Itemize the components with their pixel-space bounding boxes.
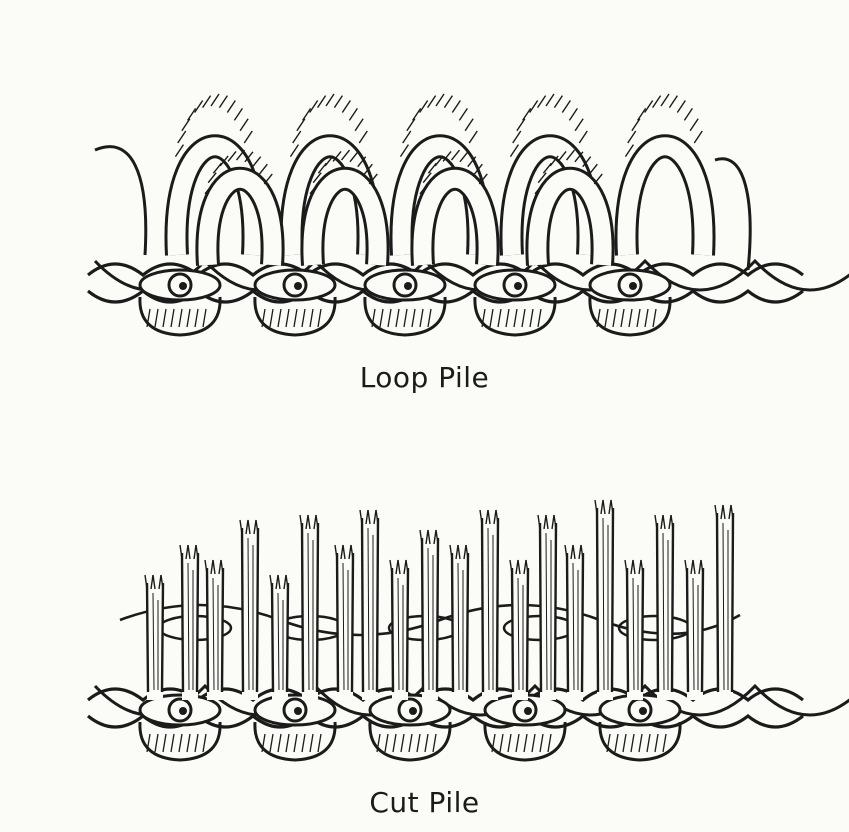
cut-tuft (144, 574, 165, 700)
cut-under-loop (598, 721, 682, 762)
loop-eye-knot (253, 268, 337, 302)
pile-loop-front (195, 149, 285, 266)
cut-under-loop (483, 721, 567, 762)
pile-loop-front (410, 149, 500, 266)
cut-tuft (359, 509, 380, 700)
loop-pile-diagram (86, 93, 849, 337)
cut-tuft (594, 499, 615, 700)
cut-tuft (564, 544, 585, 700)
loop-under-loop (363, 296, 447, 337)
loop-eye-knot (588, 268, 672, 302)
cut-tuft (389, 559, 410, 700)
cut-tuft (479, 509, 500, 700)
cut-tuft (537, 514, 558, 700)
cut-under-loop (138, 721, 222, 762)
cut-tuft (509, 559, 530, 700)
pile-loop-front (525, 149, 615, 266)
cut-tuft (624, 559, 645, 700)
loop-under-loop (588, 296, 672, 337)
cut-under-loop (368, 721, 452, 762)
cut-tuft (204, 559, 225, 700)
cut-tuft (419, 529, 440, 700)
pile-loop-end (714, 157, 752, 271)
loop-under-loop (138, 296, 222, 337)
cut-tuft (714, 504, 735, 700)
cut-tuft (449, 544, 470, 700)
loop-under-loop (253, 296, 337, 337)
pile-loop-front (300, 149, 390, 266)
loop-eye-knot (138, 268, 222, 302)
cut-back-strand (119, 603, 741, 637)
pile-loop-back (164, 93, 266, 256)
cut-pile-caption: Cut Pile (369, 786, 480, 819)
pile-loop-end (94, 145, 148, 256)
cut-tuft (179, 544, 200, 700)
cut-pile-diagram (86, 499, 849, 762)
cut-eye-knot (253, 693, 337, 727)
loop-pile-caption: Loop Pile (359, 361, 490, 394)
cut-tuft (269, 574, 290, 700)
cut-eye-knot (368, 693, 452, 727)
pile-loop-back (614, 93, 716, 256)
cut-under-loop (253, 721, 337, 762)
cut-eye-knot (138, 693, 222, 727)
cut-tuft (654, 514, 675, 700)
cut-tuft (684, 559, 705, 700)
cut-tuft (334, 544, 355, 700)
loop-eye-knot (473, 268, 557, 302)
cut-tuft (299, 514, 320, 700)
cut-tuft (239, 519, 260, 700)
loop-under-loop (473, 296, 557, 337)
loop-eye-knot (363, 268, 447, 302)
